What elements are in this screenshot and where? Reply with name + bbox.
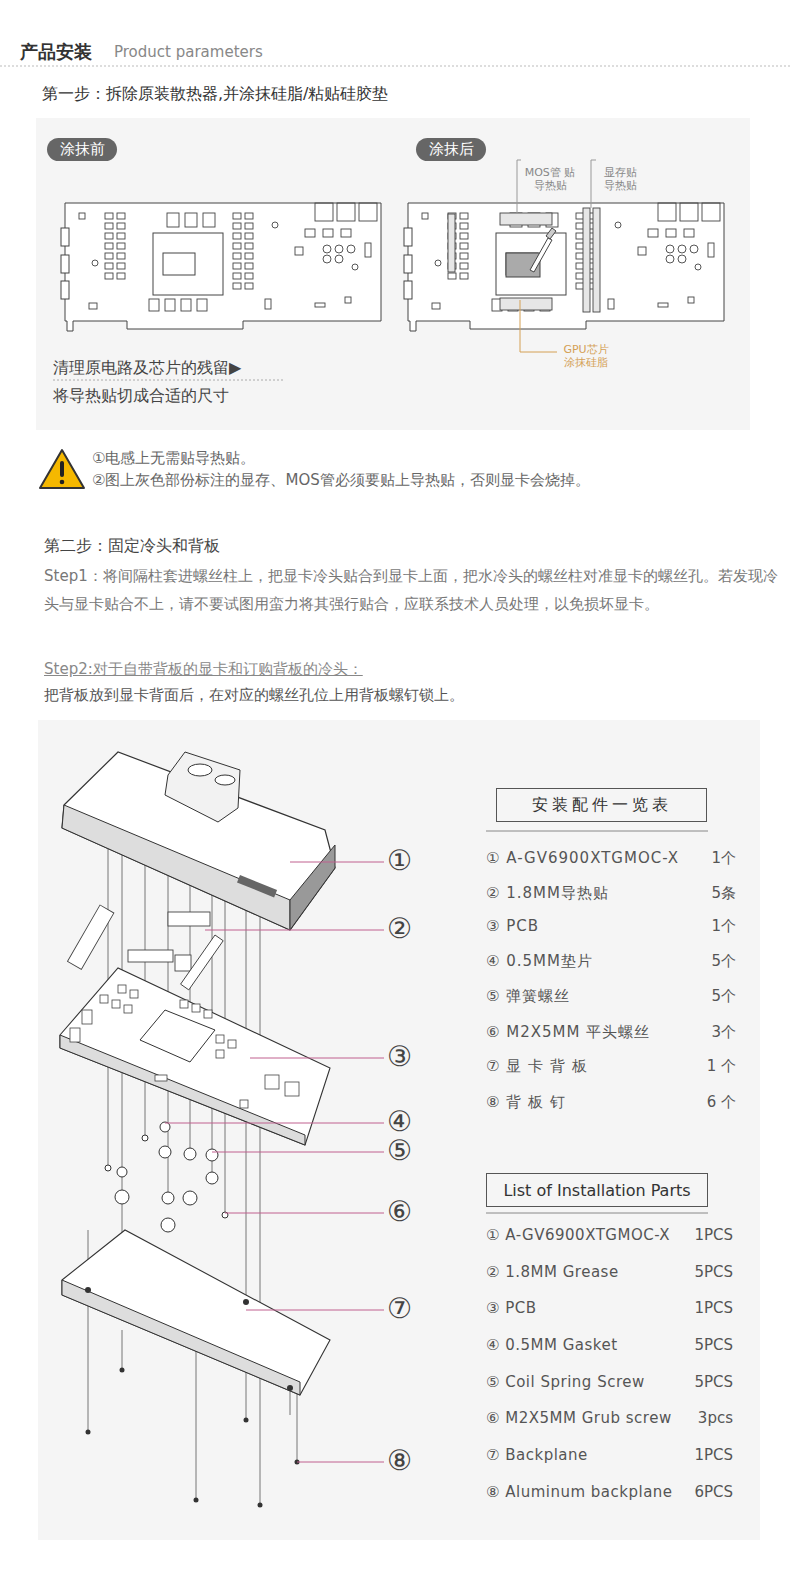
table-cell: ⑧ 背 板 钉 — [486, 1093, 566, 1113]
table-cell: ⑧ Aluminum backplane — [486, 1483, 673, 1503]
table-cell: 1个 — [711, 917, 736, 937]
callout-number: ⑤ — [387, 1133, 412, 1169]
callout-number: ① — [387, 843, 412, 879]
table-cell: ⑥ M2X5MM 平头螺丝 — [486, 1023, 650, 1043]
table-cell: ⑦ 显 卡 背 板 — [486, 1057, 588, 1077]
table-cell: ③ PCB — [486, 917, 539, 937]
table-cell: ③ PCB — [486, 1299, 537, 1319]
instruction-text: 把背板放到显卡背面后，在对应的螺丝孔位上用背板螺钉锁上。 — [44, 686, 464, 706]
box-text: 涂抹后 — [429, 140, 474, 159]
table-cell: ② 1.8MM导热贴 — [486, 884, 609, 904]
callout-number: ⑥ — [387, 1194, 412, 1230]
table-cell: 3个 — [711, 1023, 736, 1043]
note: 清理原电路及芯片的残留▶ — [53, 358, 241, 379]
table-cell: ④ 0.5MM垫片 — [486, 952, 593, 972]
table-cell: 3pcs — [698, 1409, 733, 1429]
instruction-text: Step2:对于自带背板的显卡和订购背板的冷头： — [44, 660, 363, 680]
callout-label: GPU芯片 涂抹硅脂 — [558, 343, 614, 369]
table-cell: ⑤ Coil Spring Screw — [486, 1373, 645, 1393]
table-cell: 5PCS — [694, 1373, 733, 1393]
page-title: 产品安装 — [20, 40, 92, 63]
step-heading: 第一步：拆除原装散热器,并涂抹硅脂/粘贴硅胶垫 — [42, 84, 388, 105]
table-cell: 6PCS — [694, 1483, 733, 1503]
tag-pill: 涂抹后 — [416, 138, 486, 161]
table-cell: ② 1.8MM Grease — [486, 1263, 619, 1283]
table-cell: ⑤ 弹簧螺丝 — [486, 987, 570, 1007]
box-text: List of Installation Parts — [503, 1181, 690, 1200]
table-cell: 1 个 — [707, 1057, 736, 1077]
table-cell: ⑦ Backplane — [486, 1446, 588, 1466]
callout-number: ⑦ — [387, 1291, 412, 1327]
table-cell: 1个 — [711, 849, 736, 869]
subtitle: Product parameters — [114, 43, 263, 63]
table-cell: 5个 — [711, 987, 736, 1007]
warning-text: ②图上灰色部份标注的显存、MOS管必须要贴上导热贴，否则显卡会烧掉。 — [92, 471, 590, 491]
tag-pill: 涂抹前 — [47, 138, 117, 161]
table-cell: ⑥ M2X5MM Grub screw — [486, 1409, 672, 1429]
box-text: 安装配件一览表 — [532, 795, 672, 816]
table-cell: 1PCS — [694, 1299, 733, 1319]
callout-number: ③ — [387, 1039, 412, 1075]
box-text: 涂抹前 — [60, 140, 105, 159]
callout-number: ⑧ — [387, 1443, 412, 1479]
callout-number: ② — [387, 911, 412, 947]
table-header-box: List of Installation Parts — [486, 1173, 708, 1207]
step-heading: 第二步：固定冷头和背板 — [44, 536, 220, 557]
table-header-box: 安装配件一览表 — [496, 788, 707, 822]
instruction-text: Step1：将间隔柱套进螺丝柱上，把显卡冷头贴合到显卡上面，把水冷头的螺丝柱对准… — [44, 562, 779, 618]
table-cell: ① A-GV6900XTGMOC-X — [486, 849, 679, 869]
table-cell: 5PCS — [694, 1263, 733, 1283]
table-cell: 6 个 — [707, 1093, 736, 1113]
table-cell: 5条 — [711, 884, 736, 904]
note: 将导热贴切成合适的尺寸 — [53, 386, 229, 407]
callout-label: MOS管 贴导热贴 — [521, 166, 579, 192]
table-cell: ① A-GV6900XTGMOC-X — [486, 1226, 670, 1246]
table-cell: ④ 0.5MM Gasket — [486, 1336, 618, 1356]
warning-text: ①电感上无需贴导热贴。 — [92, 449, 255, 469]
table-cell: 5PCS — [694, 1336, 733, 1356]
callout-label: 显存贴 导热贴 — [597, 166, 643, 192]
table-cell: 1PCS — [694, 1446, 733, 1466]
table-cell: 5个 — [711, 952, 736, 972]
table-cell: 1PCS — [694, 1226, 733, 1246]
